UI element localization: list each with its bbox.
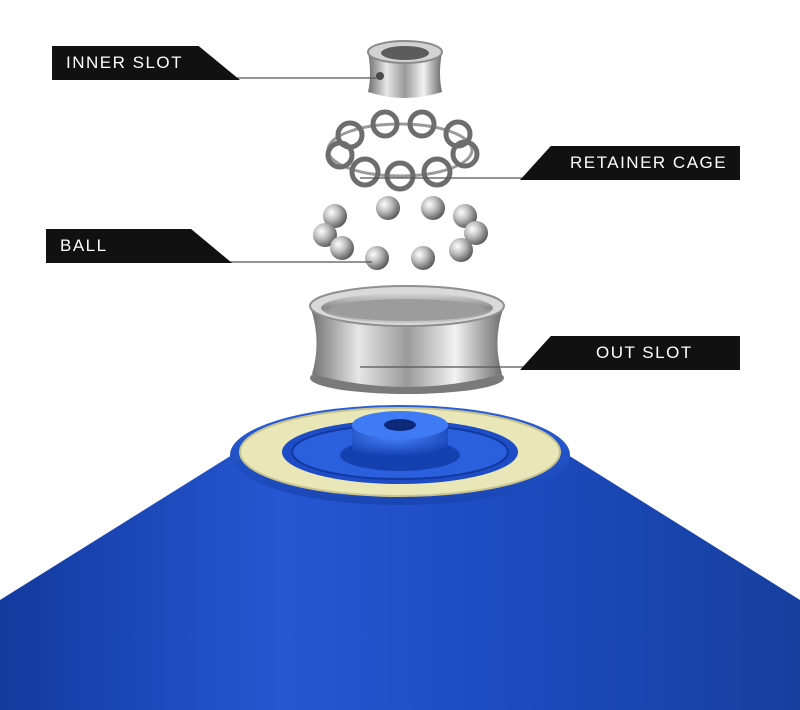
inner-slot-race — [367, 40, 443, 98]
leader-lines — [225, 77, 528, 368]
out-slot-label: OUT SLOT — [520, 336, 740, 370]
out-slot-race — [309, 285, 505, 394]
yoyo-body — [0, 405, 800, 710]
retainer-cage — [325, 109, 480, 192]
balls — [313, 196, 488, 270]
retainer-cage-label: RETAINER CAGE — [520, 146, 740, 180]
